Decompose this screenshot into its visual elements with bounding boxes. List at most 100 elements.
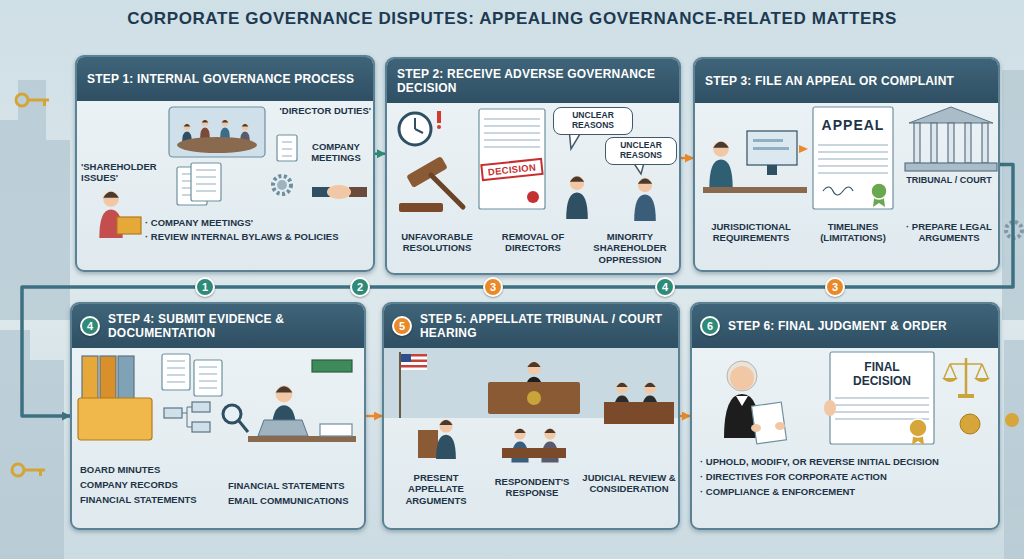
person-head [713, 141, 729, 157]
alert-mark [437, 111, 441, 123]
boardroom-window [169, 107, 265, 157]
requirement-label: · PREPARE LEGAL ARGUMENTS [903, 221, 995, 244]
court-column [931, 123, 937, 163]
person-hair [276, 386, 293, 392]
step-panel: STEP 3: FILE AN APPEAL OR COMPLAINTAPPEA… [693, 57, 1000, 272]
screen-line [753, 147, 789, 150]
city-skyline-right [1002, 70, 1024, 559]
key-bit [39, 471, 42, 476]
evidence-label: COMPANY RECORDS [80, 479, 220, 490]
speech-bubble: UNCLEAR REASONS [553, 107, 633, 135]
panel-body: APPEALTRIBUNAL / COURTJURISDICTIONAL REQ… [695, 103, 998, 270]
person-hair [644, 383, 655, 387]
hand [824, 400, 836, 416]
screen-line [753, 139, 783, 142]
folder [117, 217, 141, 234]
key-icon [12, 464, 45, 476]
evidence-label: BOARD MINUTES [80, 464, 220, 475]
evidence-label: EMAIL COMMUNICATIONS [228, 495, 360, 506]
document-line [199, 366, 217, 368]
panel-body: DECISIONUNCLEAR REASONSUNCLEAR REASONSUN… [387, 103, 679, 273]
illustration-group [99, 107, 367, 238]
document-line [282, 148, 292, 150]
key-bow [12, 464, 24, 476]
gavel-block [399, 203, 443, 212]
red-seal [527, 191, 539, 203]
document-line [835, 404, 929, 406]
alert-dot [437, 125, 441, 129]
step-heading: STEP 1: INTERNAL GOVERNANCE PROCESS [87, 72, 354, 86]
panel-header: STEP 6: FINAL JUDGMENT & ORDER [692, 304, 998, 348]
folder [78, 398, 152, 440]
step-panel: STEP 2: RECEIVE ADVERSE GOVERNANCE DECIS… [385, 57, 681, 275]
document-sheet [191, 163, 221, 201]
panel-body: BOARD MINUTES COMPANY RECORDS FINANCIAL ST… [72, 348, 364, 528]
memory-chip [312, 360, 352, 372]
hand [751, 424, 761, 432]
person-head [184, 124, 191, 131]
step-marker: 4 [655, 277, 675, 297]
send-arrow [799, 145, 808, 153]
court-base [905, 163, 997, 171]
person-body [436, 435, 456, 459]
key-bow [16, 94, 28, 106]
evidence-label: FINANCIAL STATEMENTS [228, 480, 360, 491]
document-line [199, 373, 217, 375]
flowchart-link [182, 407, 192, 427]
lectern [418, 430, 438, 458]
person-hair [242, 124, 249, 126]
flow-arrow [366, 415, 382, 418]
document-line [484, 132, 540, 134]
court-column [982, 123, 988, 163]
step-marker: 3 [825, 277, 845, 297]
issue-label: UNFAVORABLE RESOLUTIONS [391, 231, 483, 254]
person-hair [439, 420, 452, 425]
person-head [527, 361, 540, 374]
monitor-stand [767, 165, 777, 175]
requirement-label: JURISDICTIONAL REQUIREMENTS [699, 221, 803, 244]
person-body [634, 195, 656, 221]
meeting-table [177, 137, 257, 153]
flow-arrow [681, 157, 693, 160]
step-panel: STEP 4: SUBMIT EVIDENCE & DOCUMENTATION B… [70, 302, 366, 530]
person-hair [202, 120, 209, 122]
court-seal [527, 391, 541, 405]
desk [703, 187, 807, 193]
issue-label: 'SHAREHOLDER ISSUES' [81, 161, 169, 184]
evidence-label: FINANCIAL STATEMENTS [80, 494, 220, 505]
step-heading: STEP 4: SUBMIT EVIDENCE & DOCUMENTATION [108, 312, 354, 341]
scales-beam [944, 364, 988, 378]
medal-icon [1005, 413, 1019, 427]
city-skyline-left [0, 80, 70, 559]
step-badge: 5 [392, 316, 412, 336]
person-head [638, 178, 652, 192]
flag-stripe [401, 365, 427, 368]
seal [871, 183, 887, 199]
document-line [282, 141, 292, 143]
judgment-paper [752, 402, 787, 444]
document-title: APPEAL [817, 117, 889, 134]
hearing-label: JUDICIAL REVIEW & CONSIDERATION [582, 472, 676, 495]
flag-pole [399, 352, 401, 418]
bullet-item: · REVIEW INTERNAL BYLAWS & POLICIES [145, 231, 345, 242]
desk [248, 436, 356, 442]
building-silhouette [44, 140, 70, 320]
step-heading: STEP 6: FINAL JUDGMENT & ORDER [728, 319, 947, 333]
laptop [258, 420, 308, 436]
document-line [282, 155, 292, 157]
panel-body: FINAL DECISION· UPHOLD, MODIFY, OR REVER… [692, 348, 998, 528]
diagram-title: CORPORATE GOVERNANCE DISPUTES: APPEALING… [0, 9, 1024, 29]
computer-monitor [747, 131, 797, 165]
document-line [484, 139, 540, 141]
medal [960, 414, 980, 434]
document-line [167, 381, 185, 383]
panel-header: STEP 4: SUBMIT EVIDENCE & DOCUMENTATION [72, 304, 364, 348]
person-head [276, 386, 293, 403]
counsel-table [502, 448, 566, 458]
person-head [439, 419, 452, 432]
bullet-item: · DIRECTIVES FOR CORPORATE ACTION [700, 471, 992, 482]
issue-label: 'DIRECTOR DUTIES' [273, 105, 371, 116]
person-body [566, 193, 588, 219]
building-silhouette [0, 330, 30, 559]
sleeve [349, 187, 367, 197]
